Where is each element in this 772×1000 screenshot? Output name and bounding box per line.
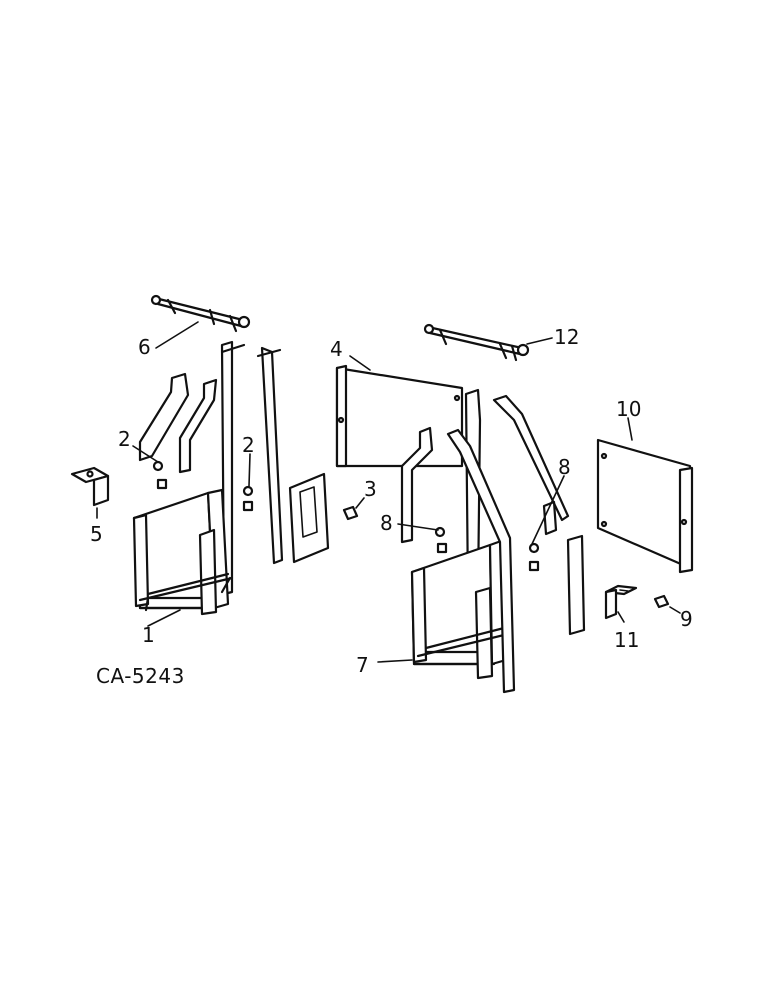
callout-11: 11 <box>614 628 639 652</box>
part-11-bracket <box>604 584 638 620</box>
callout-8-left: 8 <box>380 511 393 535</box>
callout-10: 10 <box>616 397 641 421</box>
part-1-left-battery-box <box>132 340 330 616</box>
part-7-right-battery-box <box>400 388 586 694</box>
part-9-nut <box>653 594 670 609</box>
part-3-nut <box>342 505 359 521</box>
part-4-rear-panel <box>335 364 464 468</box>
part-5-bracket <box>70 466 110 507</box>
callout-2-right: 2 <box>242 433 255 457</box>
callout-2-left: 2 <box>118 427 131 451</box>
leader-lines <box>96 321 681 663</box>
callout-8-right: 8 <box>558 455 571 479</box>
diagram-code: CA-5243 <box>96 664 185 688</box>
callout-labels: 1 2 2 3 4 5 6 7 8 8 9 10 11 12 <box>90 325 693 677</box>
callout-6: 6 <box>138 335 151 359</box>
part-10-side-panel <box>596 438 694 574</box>
part-12-top-rod <box>423 323 530 362</box>
callout-7: 7 <box>356 653 369 677</box>
callout-4: 4 <box>330 337 343 361</box>
part-6-top-rod <box>150 294 251 333</box>
callout-3: 3 <box>364 477 377 501</box>
callout-1: 1 <box>142 623 155 647</box>
callout-12: 12 <box>554 325 579 349</box>
callout-9: 9 <box>680 607 693 631</box>
callout-5: 5 <box>90 522 103 546</box>
